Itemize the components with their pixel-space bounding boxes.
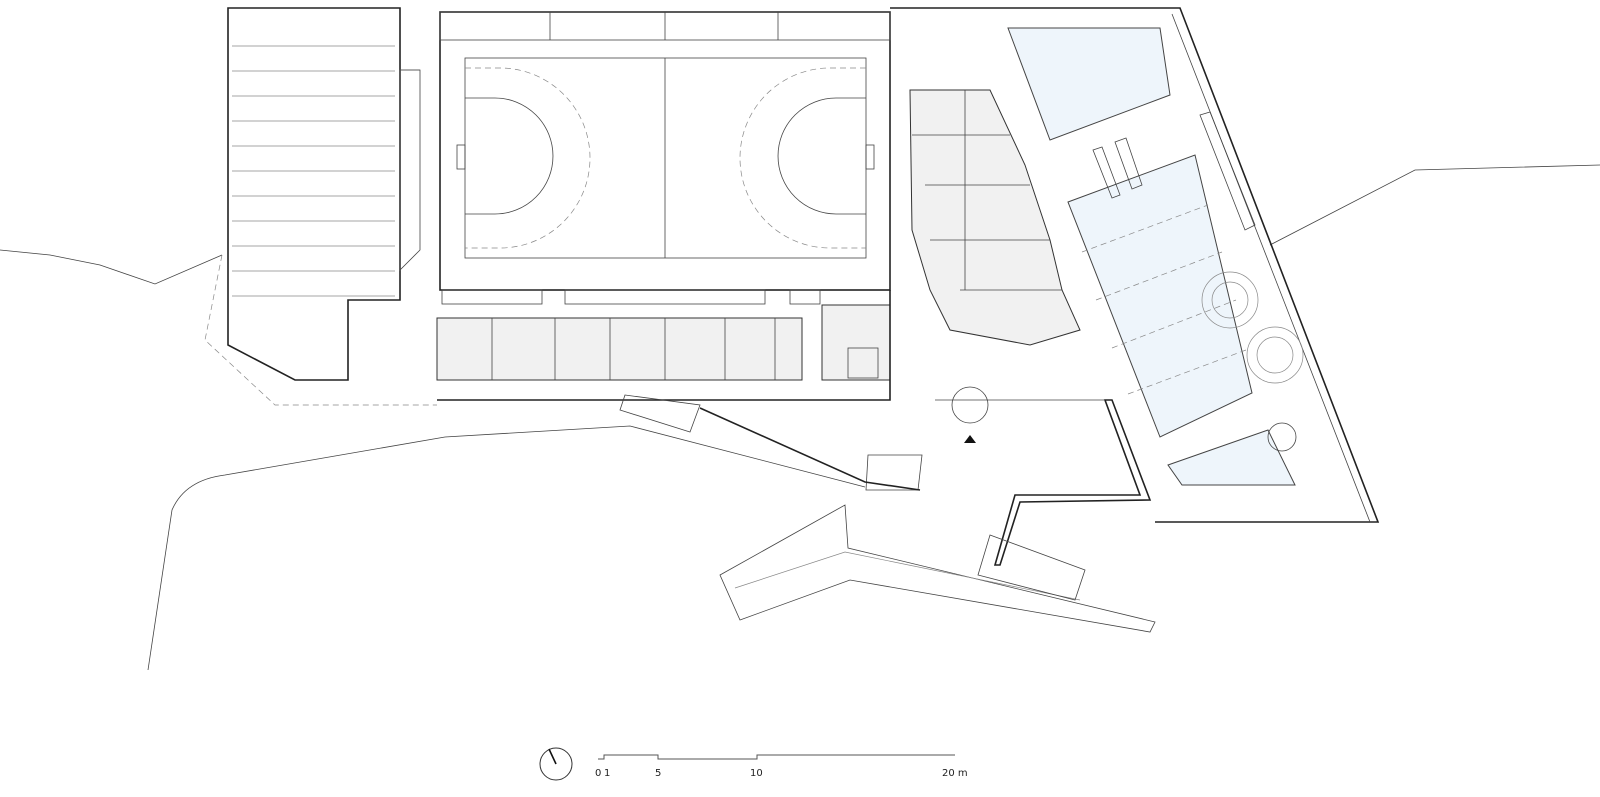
north-arrow-icon (539, 747, 573, 781)
kids-pool (1167, 429, 1296, 486)
scale-label-10: 10 (750, 768, 763, 779)
terrain-line-right (1269, 164, 1600, 246)
parking-stalls (232, 45, 395, 297)
main-corridor (437, 290, 891, 401)
scale-label-5: 5 (655, 768, 661, 779)
landscape-boundary (147, 425, 866, 671)
pool-hall-exterior-wall-inner (1171, 13, 1371, 523)
scale-label-0: 0 (595, 768, 601, 779)
exterior-stair (977, 534, 1086, 601)
kids-pool-round-basin (1267, 422, 1297, 452)
exterior-wall-south (993, 399, 1152, 566)
pool-stair (1199, 111, 1256, 231)
foyer-round-desk (951, 386, 989, 424)
starting-blocks (1092, 137, 1143, 199)
ramp-parking (399, 69, 421, 271)
ramp-inner (734, 551, 1081, 601)
elevator (847, 347, 879, 379)
locker-room-partitions (491, 318, 776, 380)
admin-partitions (912, 90, 1062, 291)
tribune-stairs (441, 289, 821, 305)
south-wall (699, 407, 921, 491)
lazy-river (1201, 271, 1304, 384)
pool-hall-exterior-wall (890, 7, 1380, 523)
scale-label-20m: 20 m (942, 768, 968, 779)
scale-label-1: 1 (604, 768, 610, 779)
ramp-platform (719, 504, 1156, 633)
parking-area (227, 7, 401, 381)
admin-wing (909, 89, 1081, 346)
staircase-core (821, 304, 891, 381)
locker-rooms-block (436, 317, 803, 381)
lower-stair (865, 454, 923, 491)
entrance-stair (619, 394, 701, 433)
terrain-line-left (0, 249, 223, 285)
handball-court (456, 57, 875, 259)
hall-side-rooms (439, 11, 891, 41)
scale-bar (598, 754, 955, 760)
pool-lane-lines (1081, 204, 1247, 395)
entrance-marker (964, 435, 976, 443)
parking-dashed-boundary (204, 254, 437, 406)
outdoor-pool (1007, 27, 1171, 141)
main-pool (1067, 154, 1253, 438)
